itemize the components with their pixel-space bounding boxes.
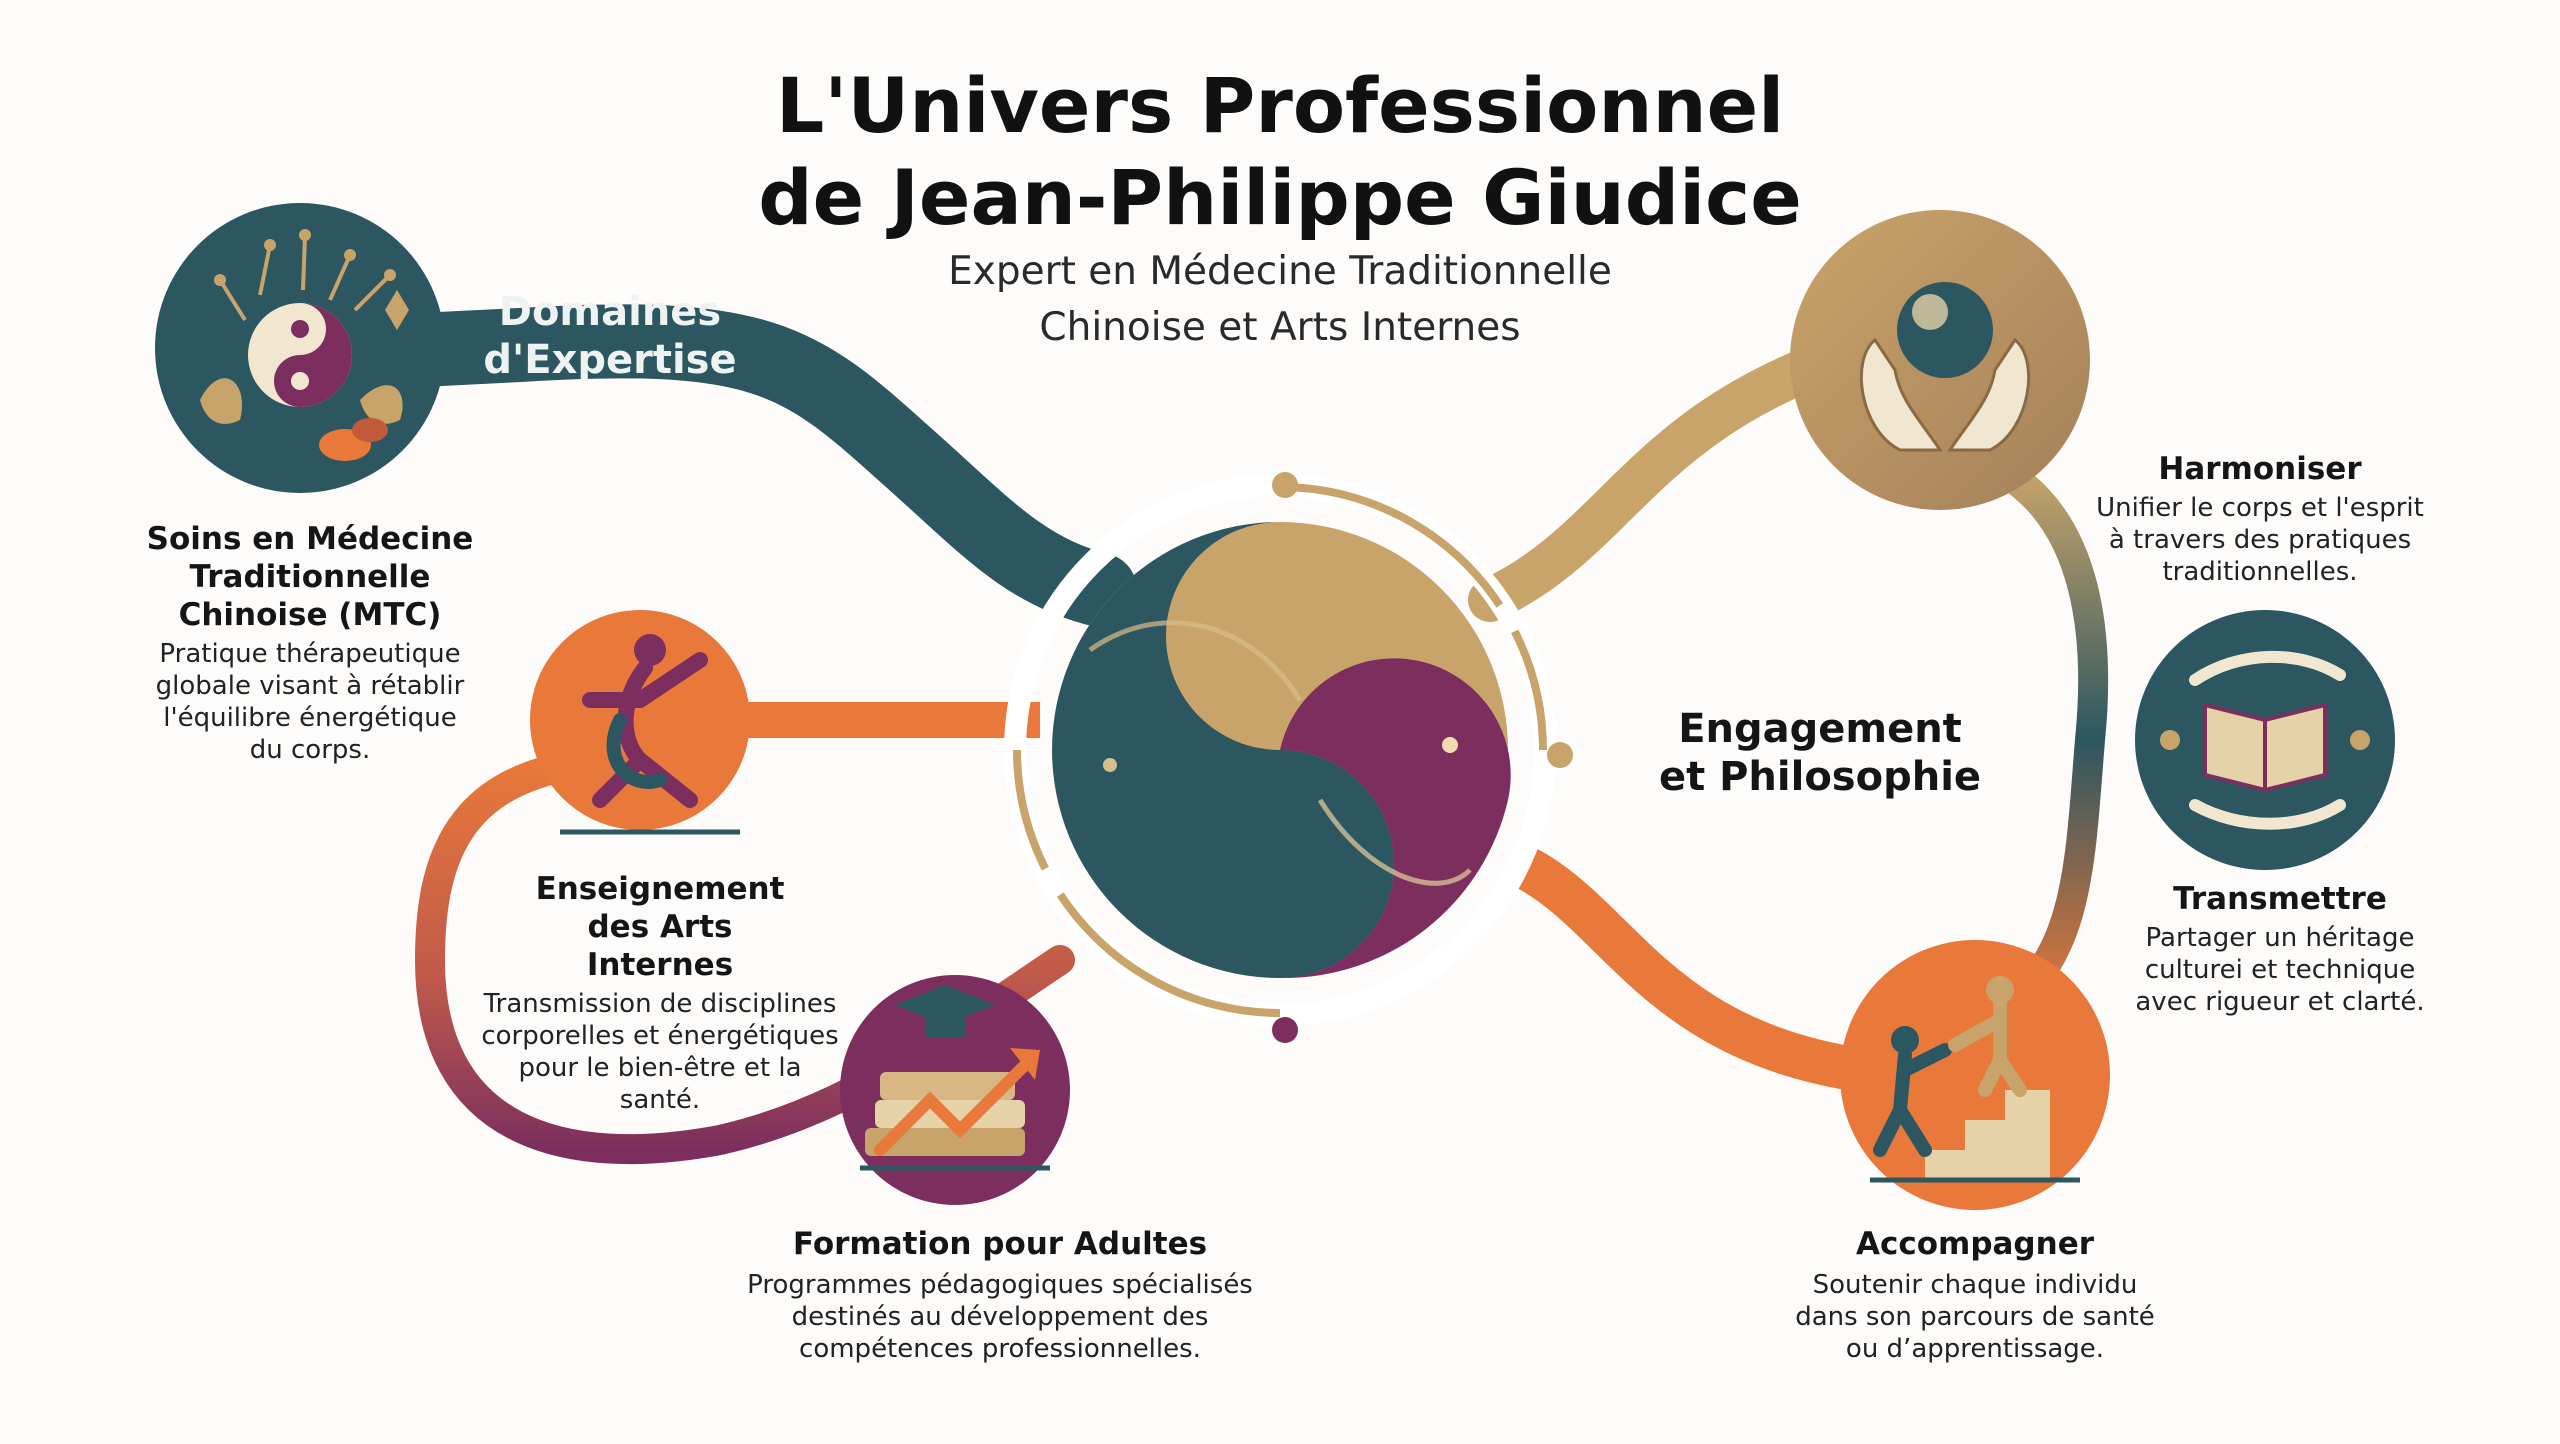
engagement-label: Engagement et Philosophie [1620,705,2020,801]
item-transmettre: Transmettre Partager un héritage culture… [2100,880,2460,1018]
item-harmoniser-title: Harmoniser [2158,451,2362,487]
hands-holding-sphere-icon [1790,210,2090,510]
harmoniser-branch [1468,328,1882,622]
item-arts-description: Transmission de disciplines corporelles … [481,989,839,1115]
item-mtc-description: Pratique thérapeutique globale visant à … [155,639,465,765]
item-formation: Formation pour Adultes Programmes pédago… [720,1225,1280,1365]
item-mtc-title: Soins en Médecine Traditionnelle Chinois… [146,521,474,633]
expertise-band [383,304,1137,627]
central-yin-yang-emblem [1004,472,1573,1043]
page-title: L'Univers Professionnel de Jean-Philippe… [580,60,1980,244]
expertise-hub-icon [155,203,445,493]
title-line-1: L'Univers Professionnel [775,61,1785,150]
item-accompagner-description: Soutenir chaque individu dans son parcou… [1795,1270,2155,1364]
accompagner-branch [1508,848,1882,1092]
item-accompagner: Accompagner Soutenir chaque individu dan… [1780,1225,2170,1365]
item-accompagner-title: Accompagner [1855,1226,2095,1262]
item-formation-title: Formation pour Adultes [792,1226,1208,1262]
item-harmoniser-description: Unifier le corps et l'esprit à travers d… [2096,493,2424,587]
right-loop [1985,455,2109,1025]
item-transmettre-title: Transmettre [2173,881,2387,917]
item-mtc: Soins en Médecine Traditionnelle Chinois… [110,520,510,766]
expertise-label-line-1: Domaines [498,289,722,335]
engagement-label-line-1: Engagement [1678,706,1962,752]
engagement-label-line-2: et Philosophie [1658,754,1982,800]
item-harmoniser: Harmoniser Unifier le corps et l'esprit … [2080,450,2440,588]
subtitle-line-1: Expert en Médecine Traditionnelle [948,249,1612,294]
helping-hand-stairs-icon [1840,940,2110,1210]
martial-artist-icon [530,610,750,835]
hands-open-book-icon [2135,610,2395,870]
title-line-2: de Jean-Philippe Giudice [758,153,1802,242]
graduation-books-growth-icon [840,975,1070,1205]
subtitle-line-2: Chinoise et Arts Internes [1039,305,1521,350]
expertise-label-line-2: d'Expertise [483,337,737,383]
item-transmettre-description: Partager un héritage culturei et techniq… [2135,923,2425,1017]
page-subtitle: Expert en Médecine Traditionnelle Chinoi… [780,244,1780,356]
expertise-label: Domaines d'Expertise [470,288,750,384]
item-arts-title: Enseignement des Arts Internes [535,871,785,983]
item-formation-description: Programmes pédagogiques spécialisés dest… [747,1270,1253,1364]
item-arts: Enseignement des Arts Internes Transmiss… [460,870,860,1116]
